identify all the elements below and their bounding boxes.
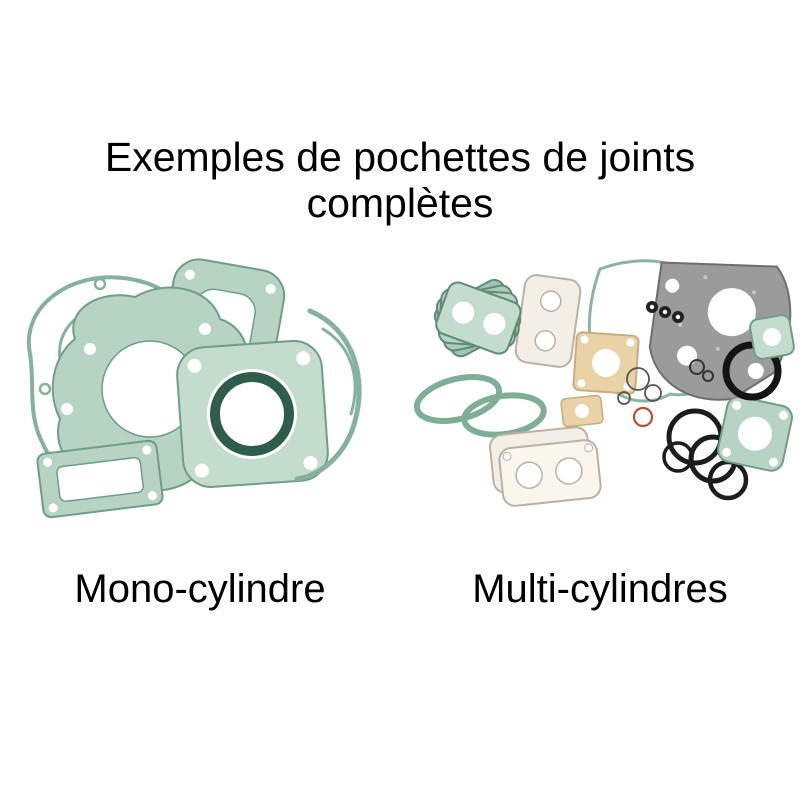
multi-cylinder-label: Multi-cylindres [472, 566, 728, 611]
multi-cylinder-figure [400, 249, 800, 549]
mono-cylinder-figure [0, 249, 400, 549]
small-oil-seals [646, 300, 684, 323]
tan-base-gasket [572, 331, 640, 395]
large-black-o-ring [722, 341, 782, 401]
grey-clutch-gasket [648, 261, 792, 401]
oval-ring-gaskets [413, 373, 547, 438]
small-rings [617, 358, 714, 427]
labels-row: Mono-cylindre Multi-cylindres [0, 567, 800, 612]
fanned-gasket-stack [433, 278, 522, 358]
right-teal-gasket [717, 395, 793, 472]
cream-gasket-tall [514, 273, 582, 368]
page-title: Exemples de pochettes de joints complète… [104, 134, 696, 226]
cream-gasket-stack [489, 425, 602, 507]
small-teal-gasket [749, 313, 795, 360]
tan-small-gasket [560, 394, 604, 428]
mono-cylinder-gasket-set-image [26, 258, 362, 518]
head-gasket [176, 339, 329, 488]
mono-cylinder-label: Mono-cylindre [74, 566, 326, 611]
multi-cylinder-gasket-set-image [413, 259, 795, 507]
reed-valve-gasket [36, 439, 164, 518]
side-cover-outline-gasket [294, 308, 362, 482]
figures-row [0, 249, 800, 549]
